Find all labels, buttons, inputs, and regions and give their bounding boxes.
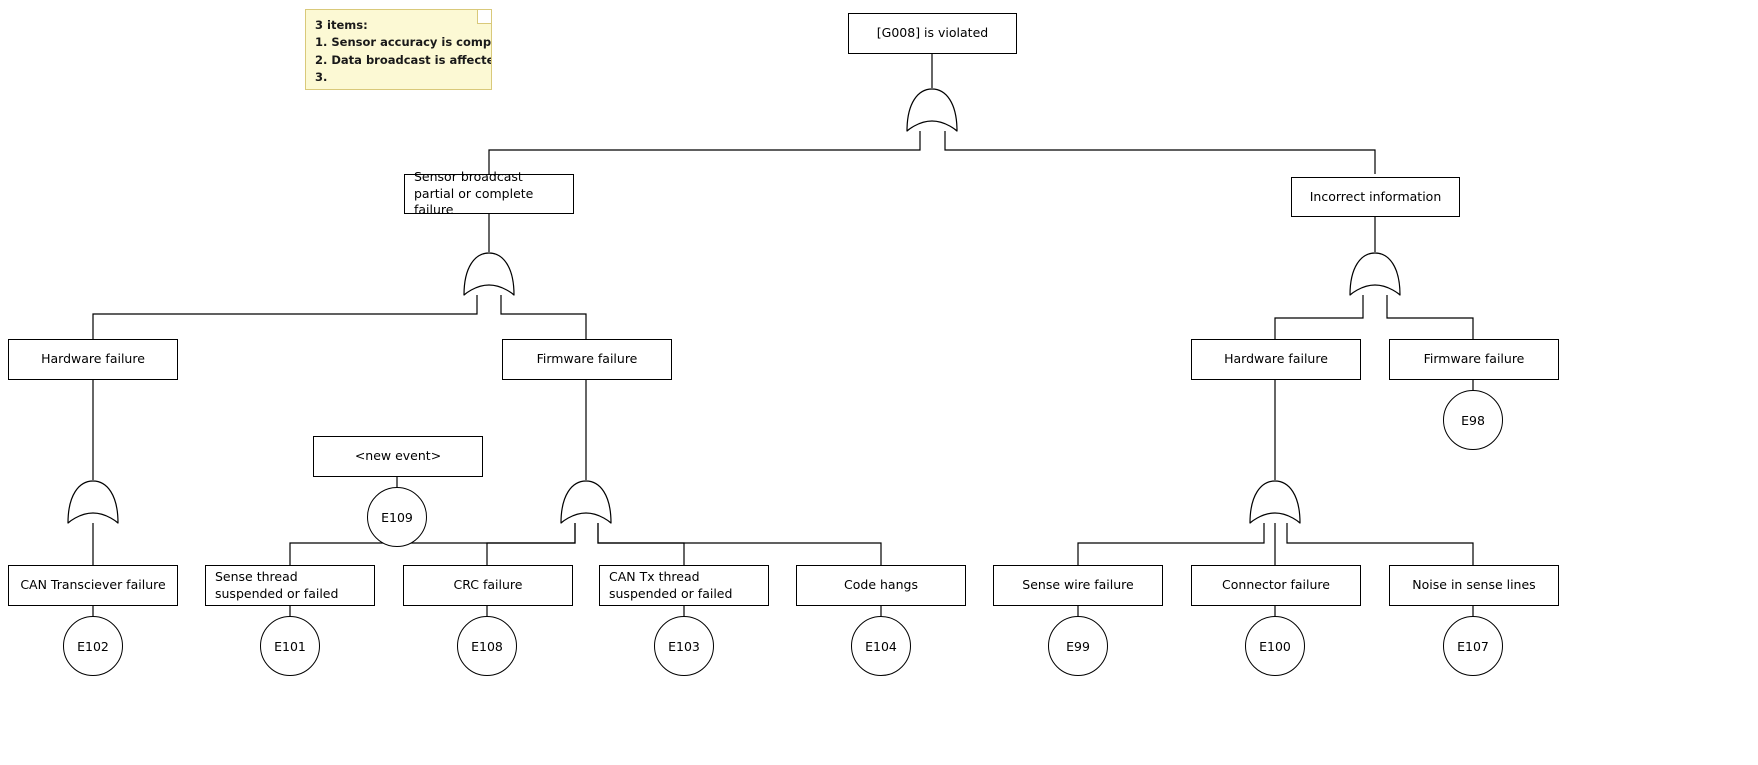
or-gate-sensor-broadcast[interactable] [459, 251, 519, 297]
node-hardware-failure-left[interactable]: Hardware failure [8, 339, 178, 380]
node-label: Incorrect information [1309, 188, 1442, 204]
node-label: CRC failure [453, 577, 523, 593]
node-label: CAN Transciever failure [20, 577, 166, 593]
event-id-label: E101 [274, 638, 306, 654]
event-circle-e102[interactable]: E102 [63, 616, 123, 676]
node-can-tx-thread-suspended[interactable]: CAN Tx thread suspended or failed [599, 565, 769, 606]
node-label: <new event> [354, 448, 442, 464]
event-id-label: E108 [471, 638, 503, 654]
node-label: Firmware failure [536, 351, 638, 367]
node-label: CAN Tx thread suspended or failed [609, 569, 733, 601]
note-item-1: 1. Sensor accuracy is compromised [315, 35, 492, 50]
node-connector-failure[interactable]: Connector failure [1191, 565, 1361, 606]
event-circle-e98[interactable]: E98 [1443, 390, 1503, 450]
node-label: Sensor broadcast partial or complete fai… [414, 169, 534, 218]
node-label: Sense wire failure [1022, 577, 1134, 593]
event-circle-e103[interactable]: E103 [654, 616, 714, 676]
note-fold-corner [477, 10, 491, 24]
node-label: Connector failure [1222, 577, 1330, 593]
node-can-transciever-failure[interactable]: CAN Transciever failure [8, 565, 178, 606]
event-id-label: E102 [77, 638, 109, 654]
event-id-label: E100 [1259, 638, 1291, 654]
node-sense-thread-suspended[interactable]: Sense thread suspended or failed [205, 565, 375, 606]
node-label: Hardware failure [1224, 351, 1328, 367]
node-label: Noise in sense lines [1412, 577, 1536, 593]
node-sensor-broadcast-failure[interactable]: Sensor broadcast partial or complete fai… [404, 169, 574, 217]
event-id-label: E109 [381, 509, 413, 525]
node-label: Sense thread suspended or failed [215, 569, 339, 601]
node-code-hangs[interactable]: Code hangs [796, 565, 966, 606]
node-hardware-failure-right[interactable]: Hardware failure [1191, 339, 1361, 380]
event-id-label: E103 [668, 638, 700, 654]
node-label: [G008] is violated [876, 25, 989, 41]
node-noise-in-sense-lines[interactable]: Noise in sense lines [1389, 565, 1559, 606]
event-circle-e107[interactable]: E107 [1443, 616, 1503, 676]
node-incorrect-information[interactable]: Incorrect information [1291, 177, 1460, 217]
node-new-event[interactable]: <new event> [313, 436, 483, 477]
node-sense-wire-failure[interactable]: Sense wire failure [993, 565, 1163, 606]
or-gate-root[interactable] [902, 87, 962, 133]
node-label: Code hangs [844, 577, 918, 593]
event-circle-e104[interactable]: E104 [851, 616, 911, 676]
event-circle-e108[interactable]: E108 [457, 616, 517, 676]
or-gate-hardware-failure-left[interactable] [63, 479, 123, 525]
node-firmware-failure-right[interactable]: Firmware failure [1389, 339, 1559, 380]
or-gate-firmware-failure-left[interactable] [556, 479, 616, 525]
node-label: Hardware failure [41, 351, 145, 367]
node-crc-failure[interactable]: CRC failure [403, 565, 573, 606]
or-gate-incorrect-information[interactable] [1345, 251, 1405, 297]
event-id-label: E107 [1457, 638, 1489, 654]
note-item-3: 3. [315, 69, 328, 84]
node-root-goal[interactable]: [G008] is violated [848, 13, 1017, 54]
event-id-label: E104 [865, 638, 897, 654]
note-item-2: 2. Data broadcast is affected [315, 52, 492, 67]
node-firmware-failure-left[interactable]: Firmware failure [502, 339, 672, 380]
or-gate-hardware-failure-right[interactable] [1245, 479, 1305, 525]
event-circle-e109[interactable]: E109 [367, 487, 427, 547]
event-circle-e99[interactable]: E99 [1048, 616, 1108, 676]
node-label: Firmware failure [1423, 351, 1525, 367]
event-id-label: E99 [1066, 638, 1090, 654]
sticky-note[interactable]: 3 items: 1. Sensor accuracy is compromis… [305, 9, 492, 90]
event-circle-e101[interactable]: E101 [260, 616, 320, 676]
event-id-label: E98 [1461, 412, 1485, 428]
note-heading: 3 items: [315, 18, 368, 32]
event-circle-e100[interactable]: E100 [1245, 616, 1305, 676]
